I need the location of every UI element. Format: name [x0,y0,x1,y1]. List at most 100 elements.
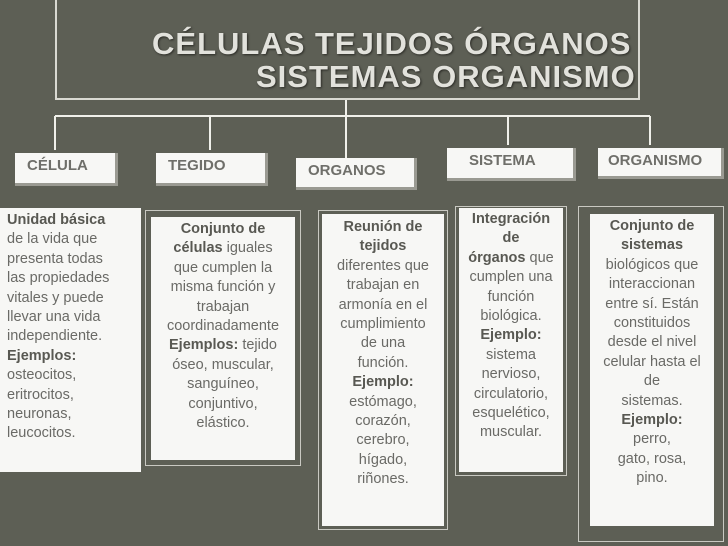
text: riñones. [357,471,409,488]
text: eritrocitos, [7,386,74,403]
text-line: función. [322,354,444,373]
text-line: constituidos [590,314,714,333]
bold-text: tejidos [359,238,407,255]
text: cumplimiento [340,316,426,333]
text-line: trabajan en [322,276,444,295]
bold-text: Integración [471,211,551,227]
organismo-frame [578,206,724,542]
text-line: Ejemplo: [459,326,563,345]
text-line: nervioso, [459,365,563,384]
text-line: Ejemplos: [7,347,141,366]
text-line: Ejemplo: [322,373,444,392]
bold-text: Conjunto de [180,221,266,237]
text-line: que cumplen la [151,259,295,278]
text-line: Ejemplos: tejido [151,336,295,355]
text-line: biológicos que [590,256,714,275]
text: de una [360,335,406,352]
heading-sistema: SISTEMA [447,148,576,181]
text-line: óseo, muscular, [151,356,295,375]
title-line-2: SISTEMAS ORGANISMO [256,59,636,94]
text: hígado, [358,451,408,468]
text-line: Ejemplo: [590,411,714,430]
text: nervioso, [481,366,541,383]
text: función. [357,354,409,371]
text-line: de [459,229,563,248]
text-line: las propiedades [7,269,141,288]
text-line: de [590,372,714,391]
text: de [643,373,661,390]
text-line: Integración [459,210,563,229]
text: diferentes que [337,257,429,274]
text: celular hasta el [603,353,701,370]
text-line: cerebro, [322,431,444,450]
text: biológica. [480,308,542,325]
text-line: sistema [459,346,563,365]
text: sistemas. [621,392,683,409]
bold-text: Ejemplos: [7,347,77,364]
text-line: osteocitos, [7,366,141,385]
text: independiente. [7,328,103,345]
text-line: celular hasta el [590,353,714,372]
text: óseo, muscular, [172,356,274,373]
organos-description: Reunión de tejidos diferentes que trabajan … [322,214,444,526]
text-line: pino. [590,469,714,488]
text-line: sistemas. [590,392,714,411]
text: conjuntivo, [188,395,258,412]
text-line: sistemas [590,236,714,255]
text-line: eritrocitos, [7,386,141,405]
text: constituidos [613,315,691,332]
bold-text: Unidad básica [7,212,106,228]
text-line: Conjunto de [590,217,714,236]
text: leucocitos. [7,425,76,442]
organos-frame [318,210,448,530]
bold-text: Reunión de [343,219,423,235]
text: que [525,249,554,266]
text-line: función [459,288,563,307]
text-line: Reunión de [322,218,444,237]
bold-text: Ejemplo: [621,412,683,429]
text: sistema [486,346,536,363]
text: que cumplen la [173,259,273,276]
text: coordinadamente [166,318,280,335]
text: circulatorio, [473,385,549,402]
text: vitales y puede [7,289,104,306]
text: corazón, [355,413,411,430]
text-line: Unidad básica [7,211,141,230]
text: pino. [636,470,668,487]
heading-celula: CÉLULA [15,153,118,186]
text-line: elástico. [151,414,295,433]
text: interaccionan [608,276,696,293]
text-line: interaccionan [590,275,714,294]
text: sanguíneo, [187,376,259,393]
text: iguales [222,240,273,257]
text: cerebro, [356,432,410,449]
text-line: sanguíneo, [151,375,295,394]
text-line: de la vida que [7,230,141,249]
bold-text: Ejemplo: [352,374,414,391]
text-line: corazón, [322,412,444,431]
text-line: células iguales [151,239,295,258]
text: llevar una vida [7,309,101,326]
text: biológicos que [605,256,699,273]
text-line: de una [322,334,444,353]
text: armonía en el [338,296,428,313]
text-line: desde el nivel [590,333,714,352]
heading-organos: ORGANOS [296,158,417,190]
text-line: presenta todas [7,250,141,269]
text-line: tejidos [322,237,444,256]
text: osteocitos, [7,367,77,384]
bold-text: Ejemplo: [480,327,542,344]
bold-text: Ejemplos: [169,337,239,354]
title-line-1: CÉLULAS TEJIDOS ÓRGANOS [152,26,632,61]
text-line: vitales y puede [7,289,141,308]
text-line: trabajan [151,298,295,317]
heading-organismo: ORGANISMO [598,148,724,179]
text-line: llevar una vida [7,308,141,327]
text: trabajan [196,298,250,315]
text-line: misma función y [151,278,295,297]
text-line: armonía en el [322,296,444,315]
text-line: cumplen una [459,268,563,287]
